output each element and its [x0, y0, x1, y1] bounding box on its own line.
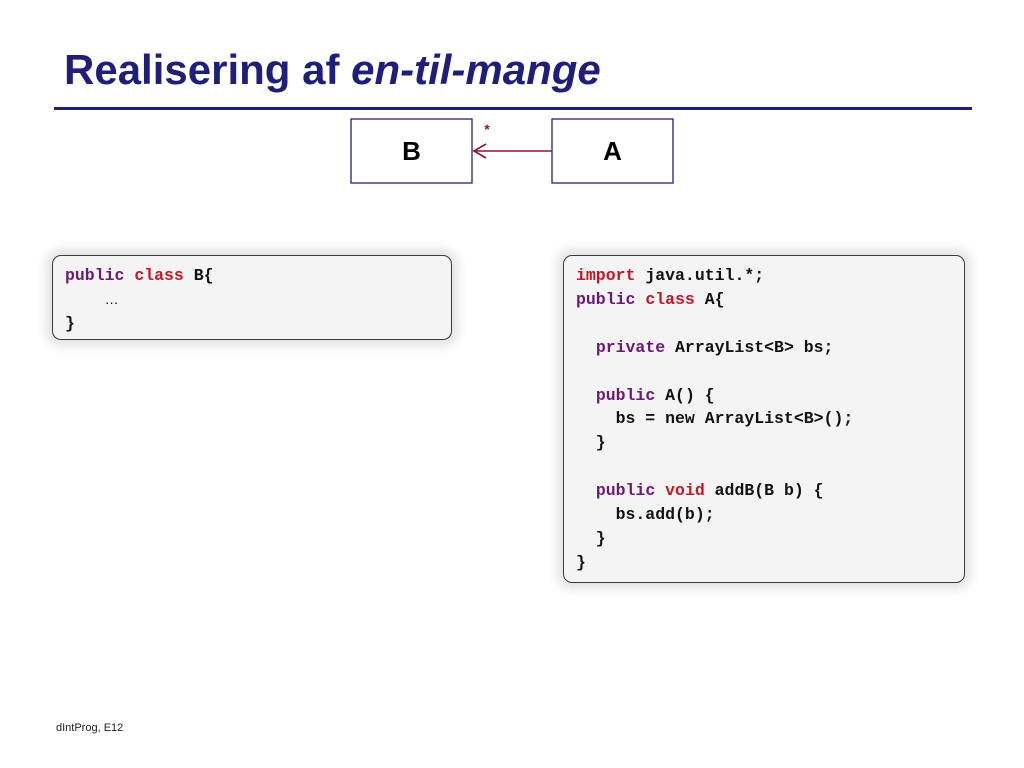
class-b-label: B [402, 136, 421, 166]
keyword-public-constructor: public [595, 385, 656, 405]
code-block-class-a: import java.util.*; public class A{ priv… [563, 255, 965, 583]
class-a-label: A [603, 136, 622, 166]
code-a-line-1: java.util.*; [635, 266, 765, 285]
title-plain: Realisering af [64, 46, 352, 93]
keyword-public: public [65, 266, 125, 285]
code-a-line-2: A{ [694, 289, 725, 309]
code-a-line-12: } [576, 528, 606, 548]
code-a-line-4: ArrayList<B> bs; [665, 337, 834, 357]
code-a: import java.util.*; public class A{ priv… [576, 264, 964, 575]
code-b-line-3: } [65, 313, 75, 333]
slide-title: Realisering af en-til-mange [64, 46, 601, 94]
keyword-void: void [665, 481, 705, 501]
code-a-line-13: } [576, 552, 586, 572]
slide-footer: dIntProg, E12 [56, 722, 124, 734]
code-a-line-8: } [576, 433, 606, 453]
keyword-import: import [576, 266, 636, 285]
code-a-line-6: A() { [655, 385, 715, 405]
keyword-private: private [595, 337, 666, 357]
title-italic: en-til-mange [351, 46, 601, 93]
code-a-line-11: bs.add(b); [576, 505, 715, 525]
keyword-public: public [576, 289, 636, 309]
code-block-class-b: public class B{ … } [52, 255, 452, 340]
uml-diagram: B A * [350, 118, 674, 184]
code-b-ellipsis: … [104, 290, 119, 307]
title-underline [54, 107, 972, 110]
keyword-class: class [645, 289, 695, 309]
class-b-box [350, 118, 473, 184]
code-a-line-7: bs = new ArrayList<B>(); [576, 409, 854, 429]
code-b-line-1: B{ [183, 266, 214, 285]
code-a-line-10: addB(B b) { [704, 481, 824, 501]
keyword-class: class [134, 266, 184, 285]
multiplicity-label: * [484, 121, 490, 137]
code-b: public class B{ … } [65, 264, 451, 336]
arrowhead-icon [472, 143, 487, 159]
keyword-public-method: public [595, 481, 656, 501]
